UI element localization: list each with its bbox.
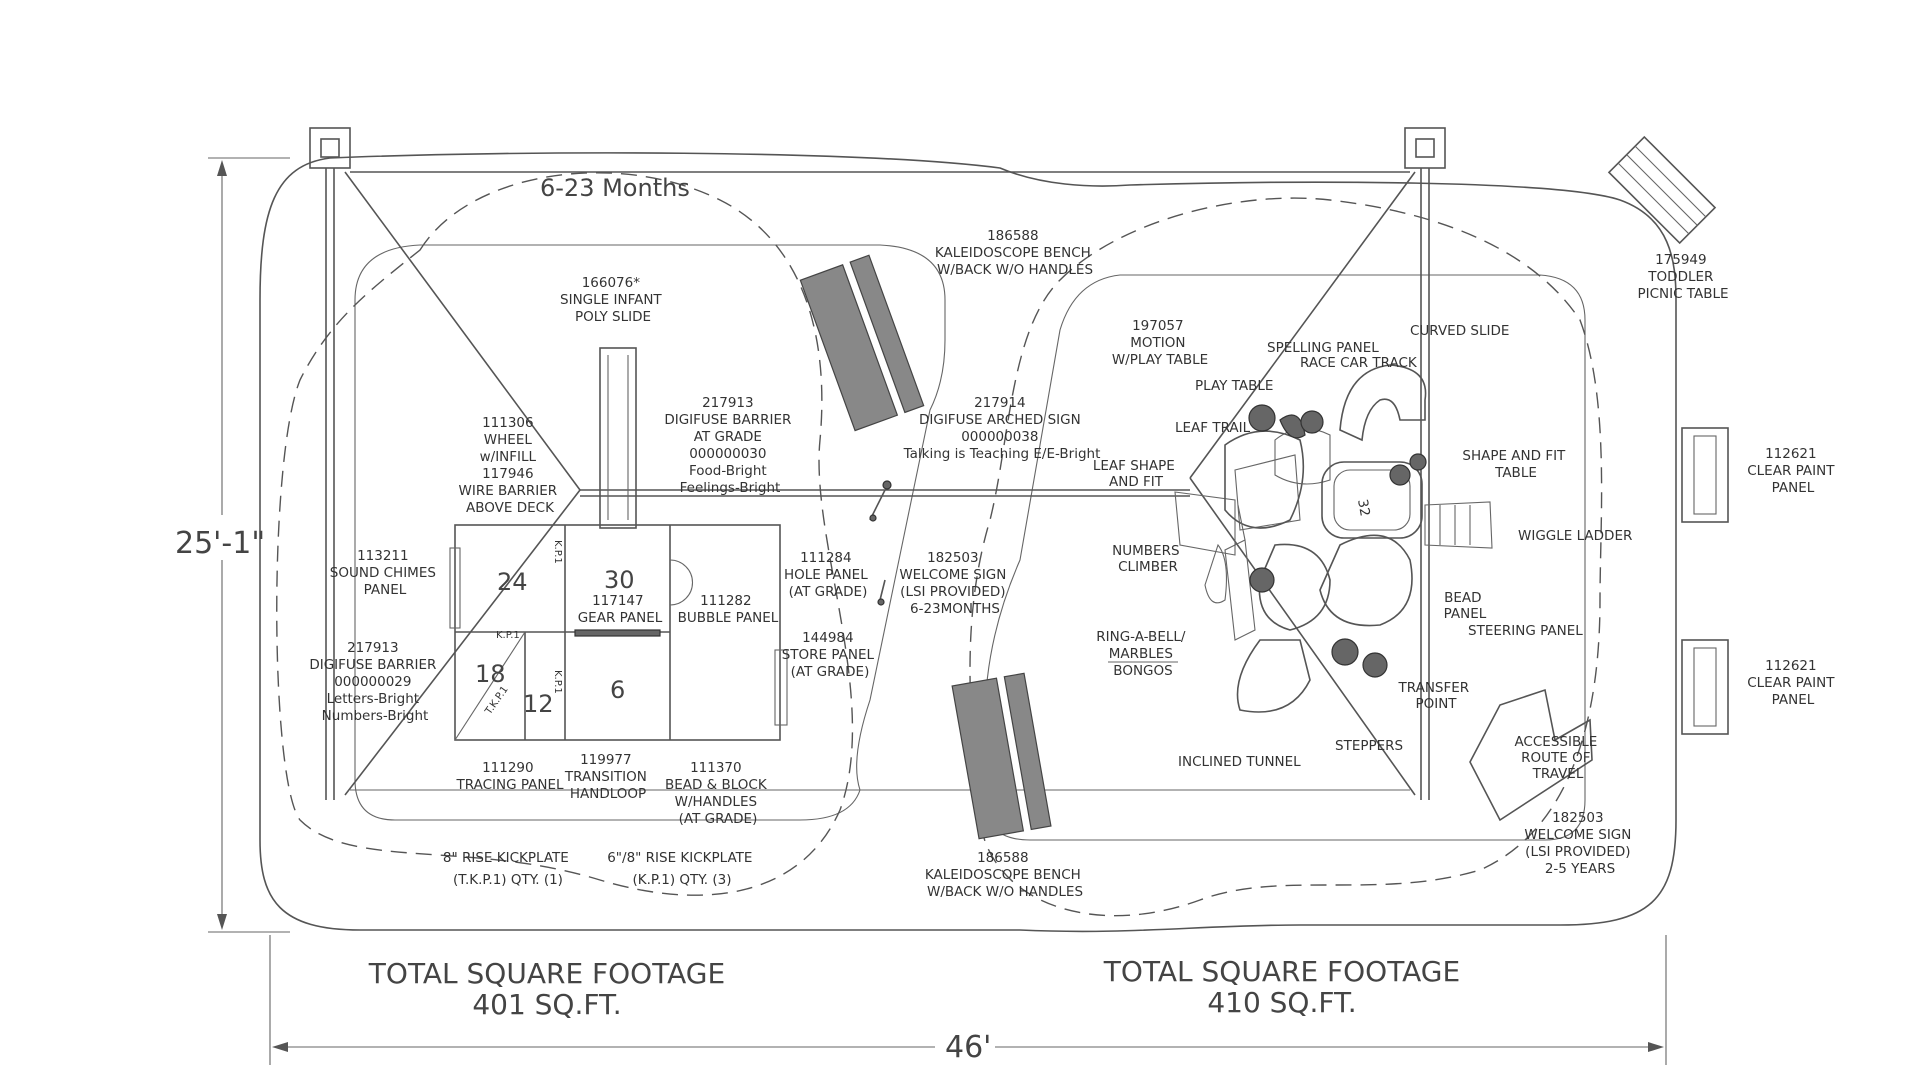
width-dimension bbox=[269, 935, 1667, 1065]
clear-paint-panel-icon bbox=[1681, 427, 1729, 523]
label-gear-panel: 117147 GEAR PANEL bbox=[578, 593, 663, 626]
label-bubble-panel: 111282 BUBBLE PANEL bbox=[678, 593, 779, 626]
label-sound-chimes: 113211 SOUND CHIMES PANEL bbox=[330, 548, 440, 598]
label-steppers: STEPPERS bbox=[1335, 738, 1403, 754]
bench-top bbox=[799, 254, 925, 432]
label-tracing-panel: 111290 TRACING PANEL bbox=[456, 760, 564, 793]
label-clear-paint-panel: 112621 CLEAR PAINT PANEL bbox=[1747, 658, 1839, 708]
footage-right-line2: 410 SQ.FT. bbox=[1207, 986, 1356, 1019]
zone-title-infant: 6-23 Months bbox=[540, 174, 690, 202]
label-picnic-table: 175949 TODDLER PICNIC TABLE bbox=[1637, 252, 1728, 302]
bench-bottom bbox=[951, 672, 1052, 840]
label-leaf-shape: LEAF SHAPE AND FIT bbox=[1093, 458, 1179, 490]
width-dimension-label: 46' bbox=[945, 1030, 991, 1065]
deck-number: 30 bbox=[604, 566, 635, 594]
label-wheel: 111306 WHEEL w/INFILL 117946 WIRE BARRIE… bbox=[459, 415, 562, 516]
structure-number: 32 bbox=[1354, 498, 1373, 518]
label-bench-top: 186588 KALEIDOSCOPE BENCH W/BACK W/O HAN… bbox=[935, 228, 1095, 278]
label-bead-block: 111370 BEAD & BLOCK W/HANDLES (AT GRADE) bbox=[665, 760, 771, 827]
shade-post-left bbox=[309, 127, 351, 800]
picnic-table-icon bbox=[1607, 135, 1717, 245]
accessible-route-arrow bbox=[1469, 688, 1593, 822]
label-curved-slide: CURVED SLIDE bbox=[1410, 323, 1509, 339]
label-clear-paint-panel: 112621 CLEAR PAINT PANEL bbox=[1747, 446, 1839, 496]
label-digifuse-barrier-grade: 217913 DIGIFUSE BARRIER AT GRADE 0000000… bbox=[664, 395, 795, 496]
label-welcome-sign-toddler: 182503 WELCOME SIGN (LSI PROVIDED) 2-5 Y… bbox=[1524, 810, 1635, 877]
safety-zone-boundary bbox=[259, 152, 1677, 933]
label-leaf-trail: LEAF TRAIL bbox=[1175, 420, 1251, 436]
kickplate-tag: K.P.1 bbox=[496, 630, 520, 641]
kickplate-tag: T.K.P.1 bbox=[483, 684, 511, 717]
shade-post-right bbox=[1404, 127, 1446, 800]
label-bench-bottom: 186588 KALEIDOSCOPE BENCH W/BACK W/O HAN… bbox=[925, 850, 1085, 900]
label-race-car-track: RACE CAR TRACK bbox=[1300, 355, 1418, 371]
footage-left-line2: 401 SQ.FT. bbox=[472, 988, 621, 1021]
welcome-sign-post bbox=[869, 480, 892, 606]
kickplate-tag: K.P.1 bbox=[552, 540, 563, 564]
infant-use-zone bbox=[276, 172, 854, 896]
label-numbers-climber: NUMBERS CLIMBER bbox=[1112, 543, 1184, 575]
label-ring-a-bell: RING-A-BELL/ MARBLES BONGOS bbox=[1096, 629, 1190, 679]
label-transfer-point: TRANSFER POINT bbox=[1398, 680, 1474, 712]
label-digifuse-arched-sign: 217914 DIGIFUSE ARCHED SIGN 000000038 Ta… bbox=[903, 395, 1101, 462]
label-wiggle-ladder: WIGGLE LADDER bbox=[1518, 528, 1632, 544]
clear-paint-panel-icon bbox=[1681, 639, 1729, 735]
label-bead-panel: BEAD PANEL bbox=[1444, 590, 1487, 622]
deck-number: 12 bbox=[523, 690, 554, 718]
label-kickplate-kp: 6"/8" RISE KICKPLATE (K.P.1) QTY. (3) bbox=[607, 850, 757, 888]
label-accessible-route: ACCESSIBLE ROUTE OF TRAVEL bbox=[1514, 734, 1601, 782]
toddler-play-structure bbox=[1174, 364, 1493, 713]
label-spelling-panel: SPELLING PANEL bbox=[1267, 340, 1379, 356]
deck-number: 18 bbox=[475, 660, 506, 688]
label-motion-play-table: 197057 MOTION W/PLAY TABLE bbox=[1112, 318, 1208, 368]
label-shape-fit-table: SHAPE AND FIT TABLE bbox=[1462, 448, 1569, 481]
label-welcome-sign-infant: 182503 WELCOME SIGN (LSI PROVIDED) 6-23M… bbox=[899, 550, 1010, 617]
label-digifuse-barrier-left: 217913 DIGIFUSE BARRIER 000000029 Letter… bbox=[309, 640, 440, 724]
label-transition-handloop: 119977 TRANSITION HANDLOOP bbox=[564, 752, 651, 802]
height-dimension-label: 25'-1" bbox=[175, 526, 265, 561]
toddler-use-zone bbox=[969, 197, 1603, 917]
footage-left-line1: TOTAL SQUARE FOOTAGE bbox=[368, 957, 725, 990]
kickplate-tag: K.P.1 bbox=[552, 670, 563, 694]
label-kickplate-tkp: 8" RISE KICKPLATE (T.K.P.1) QTY. (1) bbox=[443, 850, 573, 888]
label-steering-panel: STEERING PANEL bbox=[1468, 623, 1583, 639]
label-infant-slide: 166076* SINGLE INFANT POLY SLIDE bbox=[560, 275, 666, 325]
deck-number: 6 bbox=[610, 676, 625, 704]
deck-number: 24 bbox=[497, 568, 528, 596]
label-play-table: PLAY TABLE bbox=[1195, 378, 1273, 394]
label-inclined-tunnel: INCLINED TUNNEL bbox=[1178, 754, 1301, 770]
infant-deck-structure bbox=[449, 524, 788, 741]
height-dimension bbox=[208, 157, 290, 933]
label-hole-panel: 111284 HOLE PANEL (AT GRADE) bbox=[784, 550, 872, 600]
footage-right-line1: TOTAL SQUARE FOOTAGE bbox=[1103, 955, 1460, 988]
infant-slide bbox=[599, 347, 637, 529]
label-store-panel: 144984 STORE PANEL (AT GRADE) bbox=[782, 630, 879, 680]
